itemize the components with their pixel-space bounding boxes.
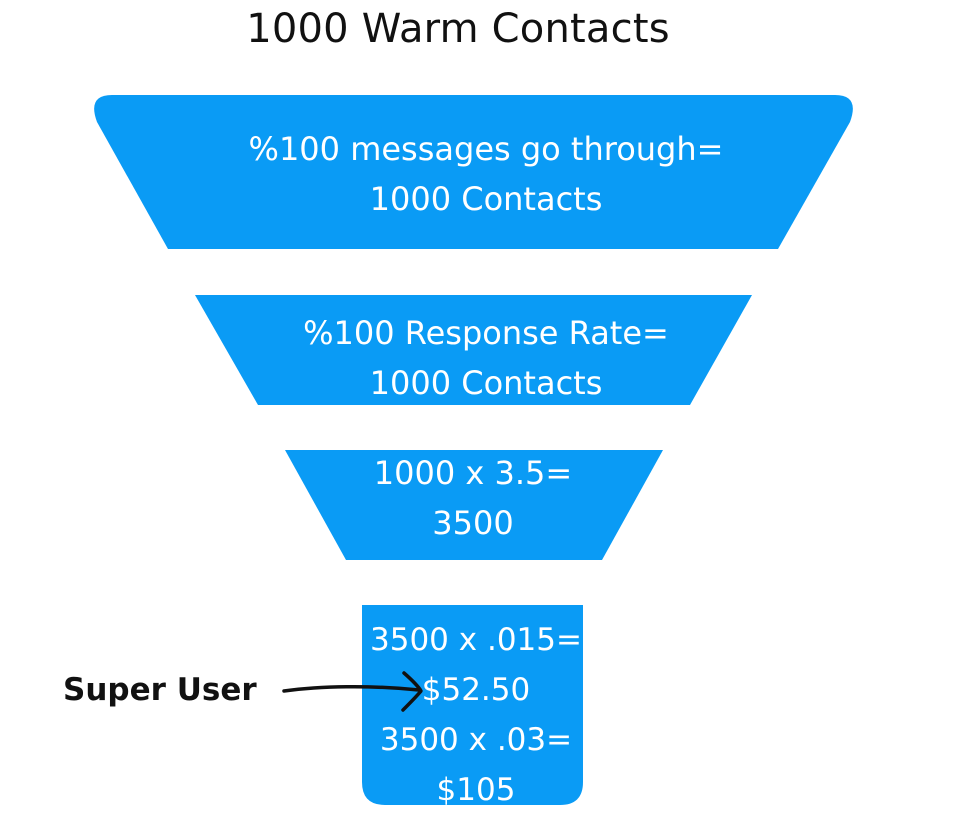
stage-2-line-2: 1000 Contacts	[369, 364, 603, 402]
stage-1-line-1: %100 messages go through=	[248, 130, 724, 168]
funnel-stage-2-text: %100 Response Rate= 1000 Contacts	[236, 308, 736, 408]
stage-4-line-4: $105	[436, 772, 516, 808]
funnel-stage-4-text: 3500 x .015= $52.50 3500 x .03= $105	[356, 615, 596, 815]
stage-1-line-2: 1000 Contacts	[369, 180, 603, 218]
funnel-stage-3-text: 1000 x 3.5= 3500	[323, 448, 623, 548]
stage-2-line-1: %100 Response Rate=	[303, 314, 669, 352]
funnel-stage-4-shape	[362, 605, 583, 805]
funnel-stage-2-shape	[195, 295, 752, 405]
stage-4-line-2: $52.50	[421, 672, 531, 708]
arrow-right-icon	[282, 671, 423, 712]
funnel-stage-3-shape	[285, 450, 663, 560]
funnel-stage-1-text: %100 messages go through= 1000 Contacts	[186, 124, 786, 224]
stage-4-line-3: 3500 x .03=	[379, 722, 573, 758]
stage-3-line-2: 3500	[432, 504, 514, 542]
stage-3-line-1: 1000 x 3.5=	[373, 454, 573, 492]
super-user-label: Super User	[63, 672, 257, 708]
stage-4-line-1: 3500 x .015=	[370, 622, 582, 658]
funnel-stage-1-shape	[94, 95, 853, 249]
diagram-title: 1000 Warm Contacts	[246, 6, 670, 52]
